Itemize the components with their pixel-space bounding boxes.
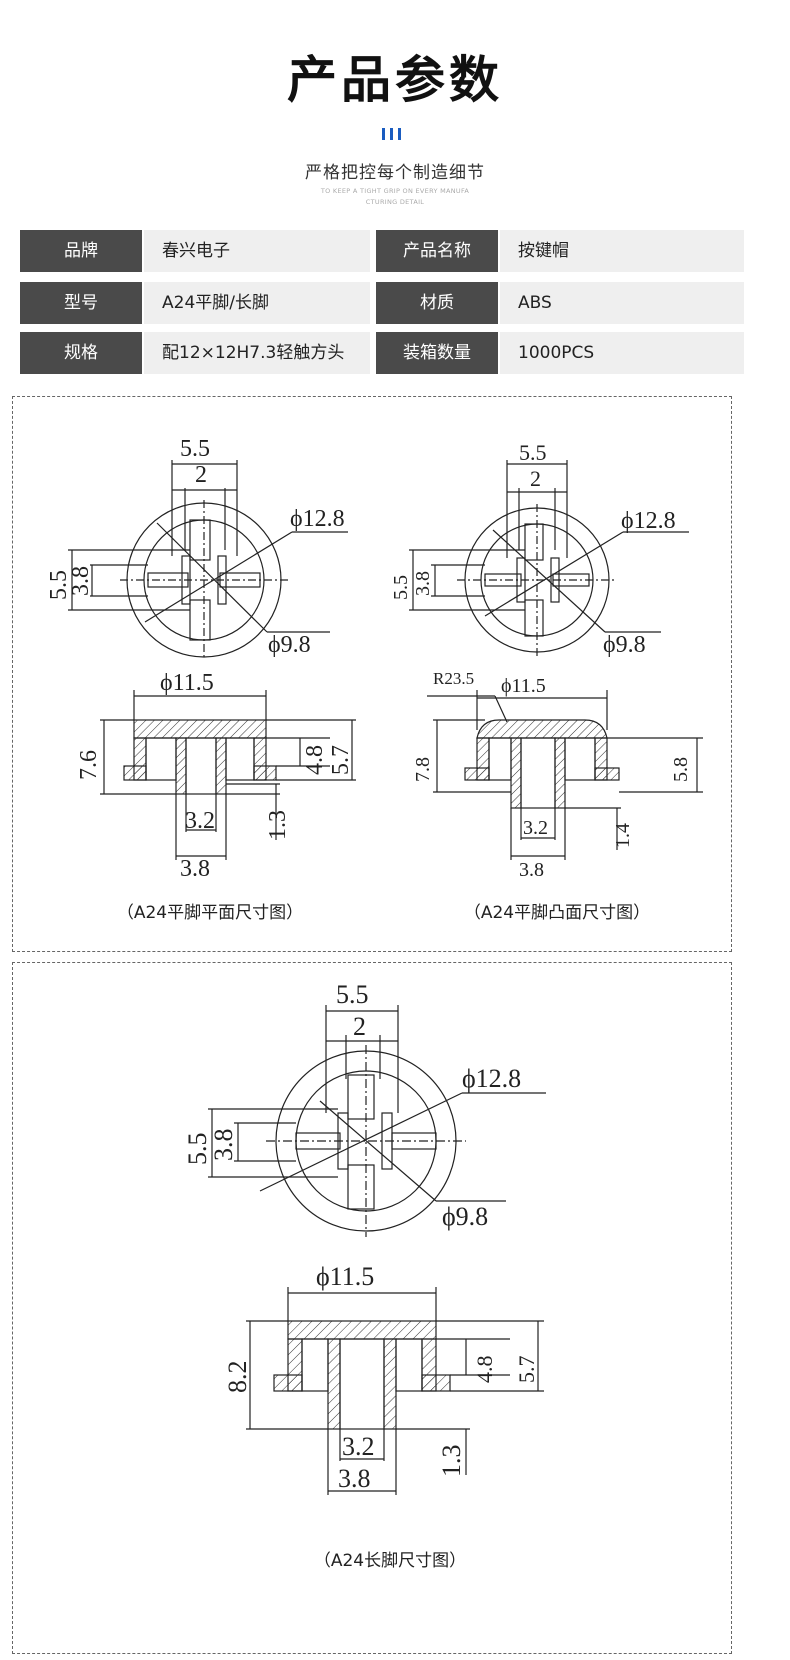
caption-long: （A24长脚尺寸图） <box>313 1551 467 1571</box>
spec-label-material: 材质 <box>376 282 498 324</box>
dim-left-inner: 3.8 <box>68 566 94 596</box>
dim-top-width: 5.5 <box>180 436 210 462</box>
page-subtitle: 严格把控每个制造细节 <box>305 163 485 183</box>
caption-flat: （A24平脚平面尺寸图） <box>116 903 304 923</box>
dim-base-width: ϕ11.5 <box>316 1262 374 1291</box>
dim-left-height: 5.5 <box>183 1133 212 1166</box>
dim-stem-inner: 3.2 <box>342 1432 375 1461</box>
drawing-long <box>208 1005 546 1237</box>
dim-left-height: 5.5 <box>46 570 72 600</box>
dim-stem-outer: 3.8 <box>338 1464 371 1493</box>
dim-total-height: 7.6 <box>76 750 102 780</box>
dim-stem-inner: 3.2 <box>185 808 215 834</box>
spec-row: 品牌 春兴电子 产品名称 按键帽 <box>20 230 770 272</box>
page-title: 产品参数 <box>287 51 503 109</box>
dim-left-inner: 3.8 <box>412 571 434 596</box>
drawing-flat: 5.5 2 ϕ12.8 ϕ9.8 5.5 3.8 ϕ11.5 7.6 4.8 5… <box>46 436 356 880</box>
dim-right-height: 5.7 <box>514 1356 539 1384</box>
dim-top-width: 5.5 <box>336 980 369 1009</box>
dim-mid-height: 4.8 <box>472 1356 497 1384</box>
spec-label-product-name: 产品名称 <box>376 230 498 272</box>
dim-top-inner: 2 <box>530 466 541 491</box>
spec-value-spec: 配12×12H7.3轻触方头 <box>144 332 370 374</box>
dim-inner-diameter: ϕ9.8 <box>603 632 646 658</box>
drawing-frame-bottom <box>12 962 732 1654</box>
dim-stem-outer: 3.8 <box>519 859 544 880</box>
spec-value-quantity: 1000PCS <box>500 332 744 374</box>
dim-outer-diameter: ϕ12.8 <box>462 1064 521 1093</box>
drawing-long-section: ϕ11.5 8.2 4.8 5.7 1.3 3.2 3.8 <box>223 1262 544 1495</box>
spec-value-material: ABS <box>500 282 744 324</box>
drawing-frame-top <box>12 396 732 952</box>
dim-top-width: 5.5 <box>519 440 547 465</box>
dim-base-width: ϕ11.5 <box>160 670 214 696</box>
dim-stem-inner: 3.2 <box>523 817 548 839</box>
dim-outer-diameter: ϕ12.8 <box>621 508 676 534</box>
dim-stem-height: 1.3 <box>437 1445 466 1478</box>
dim-top-inner: 2 <box>353 1012 366 1041</box>
spec-label-spec: 规格 <box>20 332 142 374</box>
dim-outer-diameter: ϕ12.8 <box>290 506 345 532</box>
dim-total-height: 7.8 <box>412 757 434 782</box>
spec-label-quantity: 装箱数量 <box>376 332 498 374</box>
spec-value-model: A24平脚/长脚 <box>144 282 370 324</box>
dim-inner-diameter: ϕ9.8 <box>442 1202 488 1231</box>
spec-row: 型号 A24平脚/长脚 材质 ABS <box>20 282 770 324</box>
dim-stem-height: 1.3 <box>265 810 291 840</box>
dim-top-inner: 2 <box>195 462 207 488</box>
dim-right-height: 5.7 <box>328 745 354 775</box>
spec-row: 规格 配12×12H7.3轻触方头 装箱数量 1000PCS <box>20 332 770 374</box>
spec-value-brand: 春兴电子 <box>144 230 370 272</box>
spec-value-product-name: 按键帽 <box>500 230 744 272</box>
dim-total-height: 8.2 <box>223 1361 252 1394</box>
dim-stem-outer: 3.8 <box>180 856 210 880</box>
spec-label-brand: 品牌 <box>20 230 142 272</box>
spec-label-model: 型号 <box>20 282 142 324</box>
drawing-long-top-labels: 5.5 2 ϕ12.8 ϕ9.8 5.5 3.8 <box>183 980 521 1231</box>
drawing-convex: 5.5 2 ϕ12.8 ϕ9.8 5.5 3.8 R23.5 ϕ11.5 7.8… <box>390 440 703 880</box>
page-subtitle-english: TO KEEP A TIGHT GRIP ON EVERY MANUFA CTU… <box>320 187 470 206</box>
title-accent-bars <box>382 128 408 142</box>
caption-convex: （A24平脚凸面尺寸图） <box>463 903 651 923</box>
dim-left-inner: 3.8 <box>209 1129 238 1162</box>
dim-inner-diameter: ϕ9.8 <box>268 632 311 658</box>
dim-base-width: ϕ11.5 <box>501 675 546 697</box>
dim-left-height: 5.5 <box>390 575 412 600</box>
dim-mid-height: 4.8 <box>302 745 328 775</box>
dim-stem-height: 1.4 <box>612 823 634 848</box>
dim-right-height: 5.8 <box>670 757 692 782</box>
dim-radius: R23.5 <box>433 669 474 688</box>
